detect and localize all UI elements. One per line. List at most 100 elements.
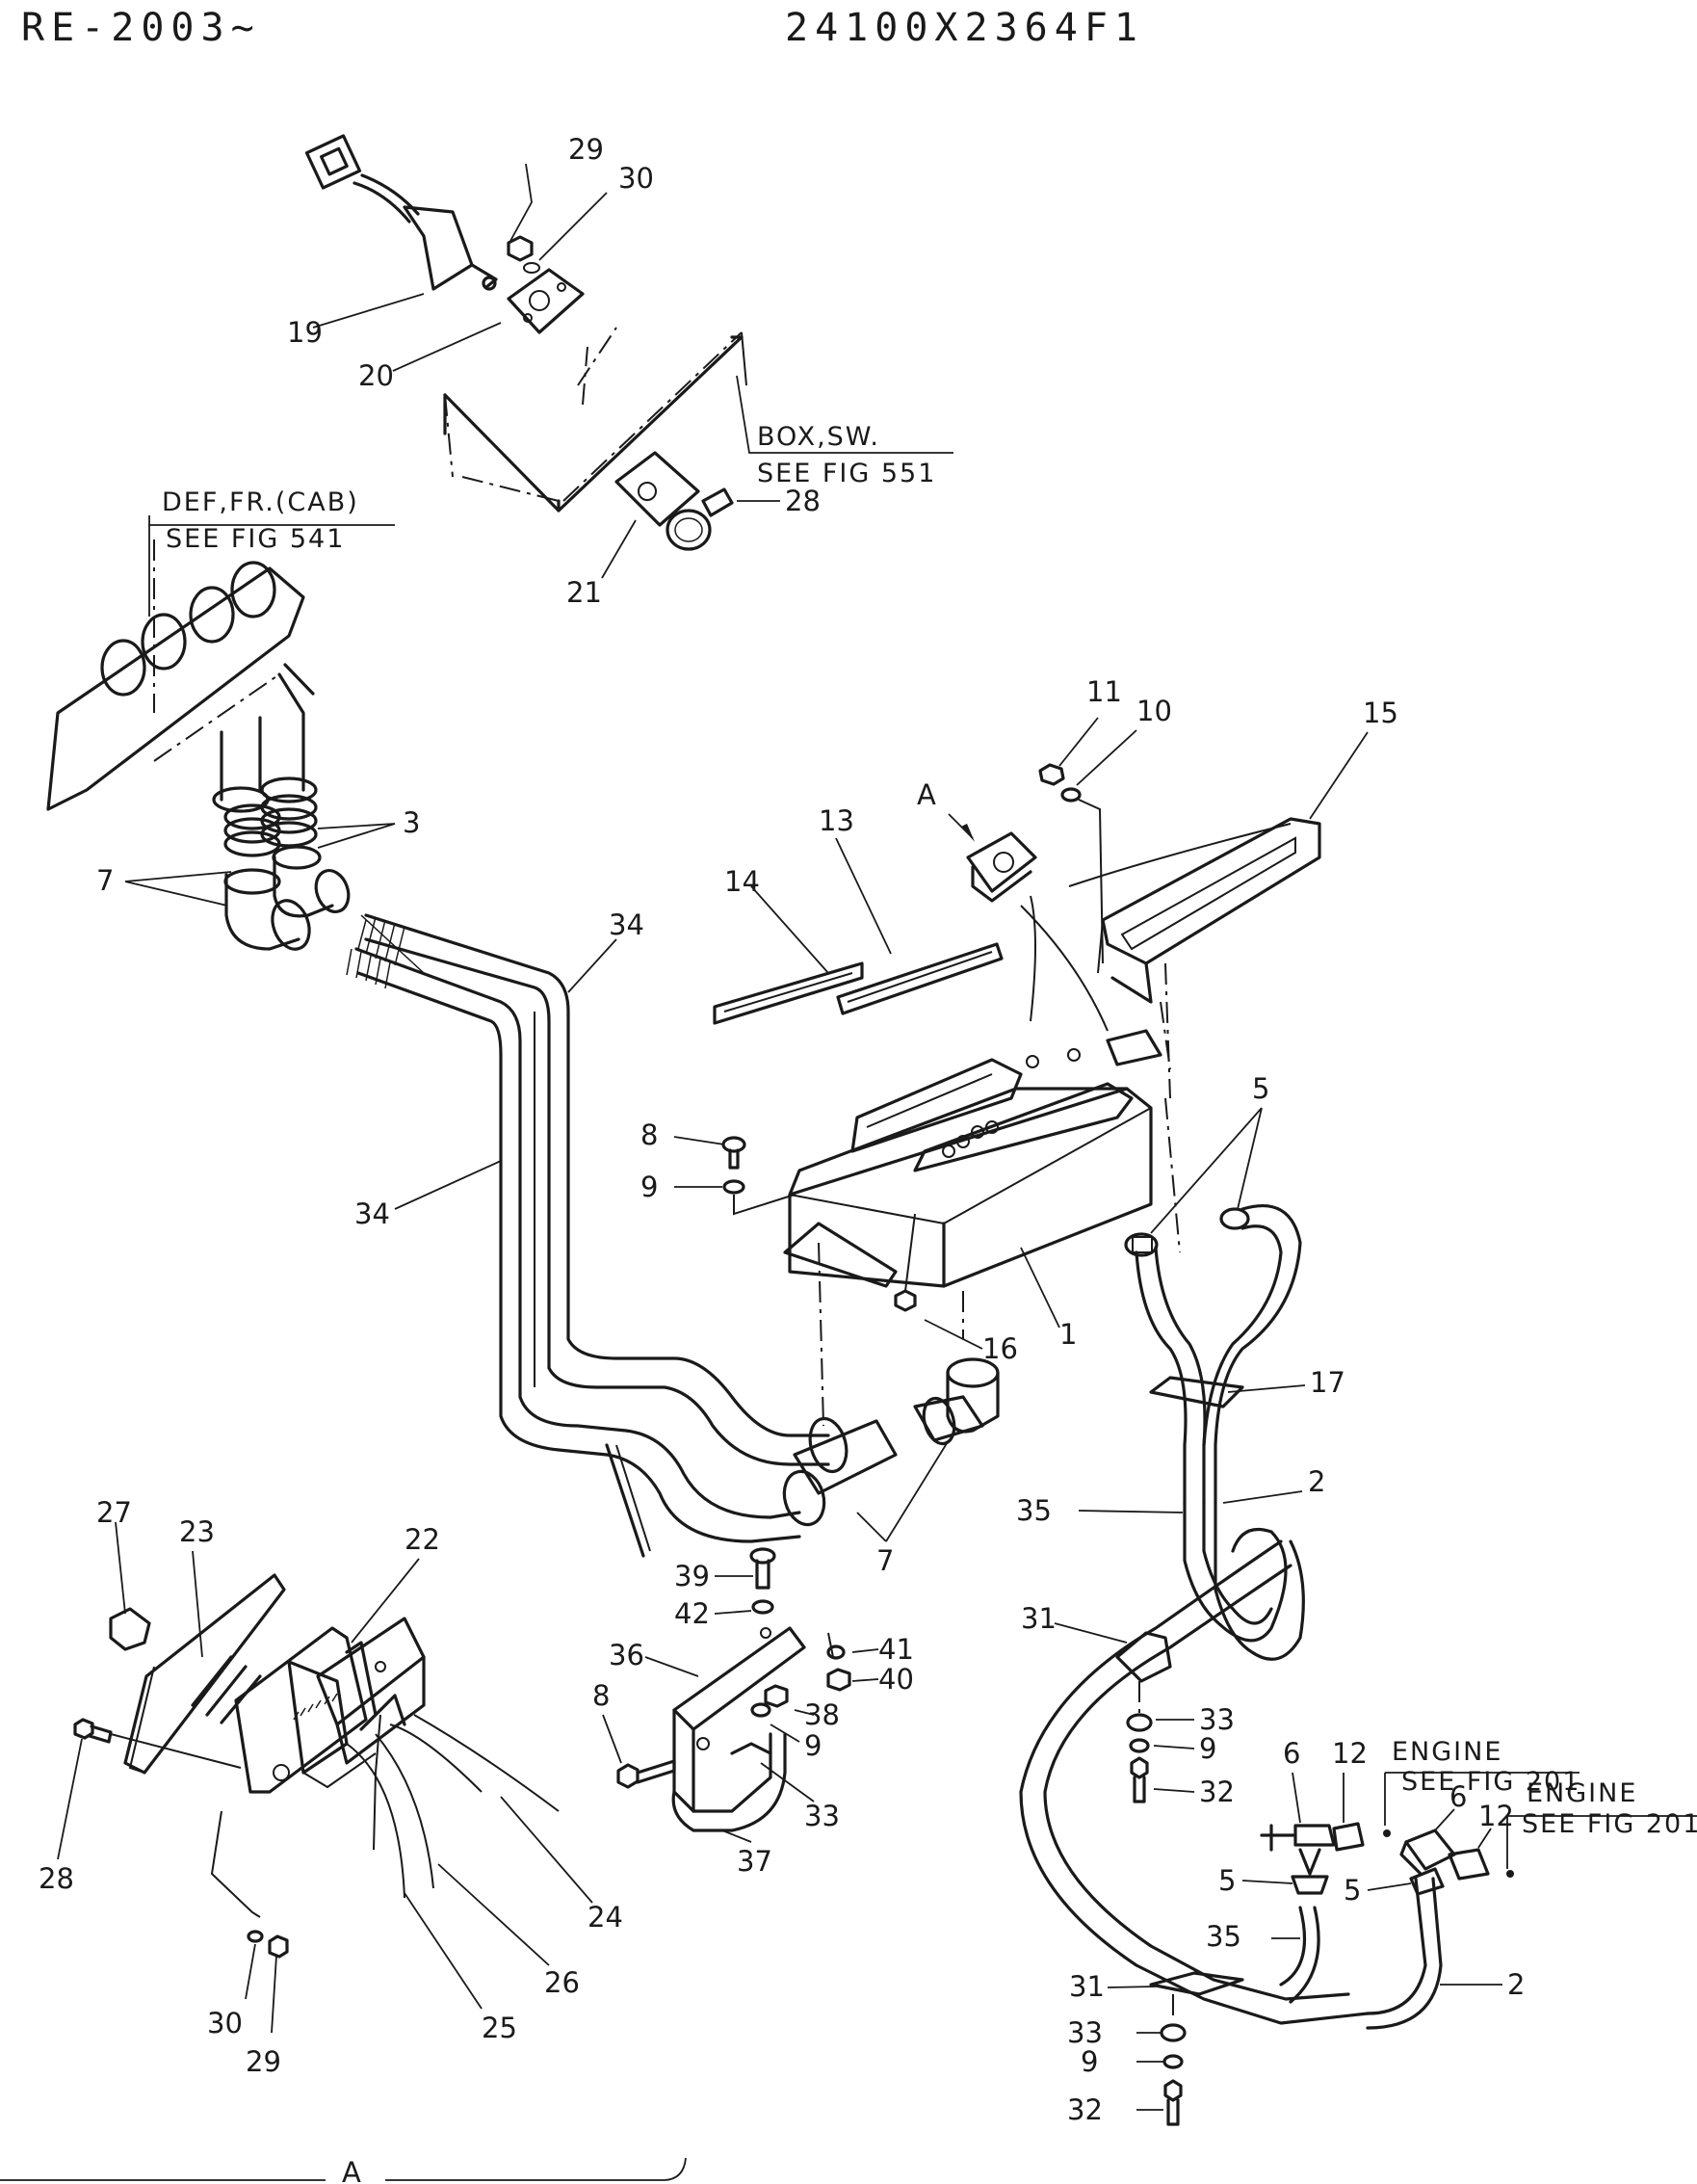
wire-lead-part bbox=[413, 1714, 560, 1812]
hose-clamp-part bbox=[1291, 1875, 1329, 1895]
box-sw-ref-name: BOX,SW. bbox=[757, 422, 880, 452]
callout-6-first: 6 bbox=[1283, 1737, 1300, 1770]
duct-hose-part bbox=[346, 913, 830, 1543]
callout-7-defroster: 7 bbox=[96, 864, 114, 897]
engine-ref-1-see: SEE FIG 201 bbox=[1401, 1767, 1580, 1797]
nut-part bbox=[826, 1668, 851, 1692]
water-valve-part bbox=[1399, 1829, 1456, 1876]
switch-connector-part bbox=[304, 134, 498, 291]
callout-33-lower: 33 bbox=[1067, 2016, 1103, 2049]
water-valve-part bbox=[1260, 1824, 1336, 1876]
screw-part bbox=[1038, 763, 1065, 786]
hose-clamp-part bbox=[1409, 1867, 1445, 1896]
drain-tube-part bbox=[605, 1443, 645, 1558]
wire-lead-part bbox=[375, 1733, 434, 1889]
drawing-code-label: 24100X2364F1 bbox=[785, 6, 1144, 50]
switch-plate-part bbox=[507, 268, 585, 334]
def-fr-ref-name: DEF,FR.(CAB) bbox=[162, 487, 359, 517]
callout-41: 41 bbox=[878, 1633, 914, 1666]
callout-22: 22 bbox=[405, 1523, 440, 1556]
callout-30: 30 bbox=[618, 162, 654, 195]
washer-part bbox=[722, 1179, 745, 1195]
callout-38: 38 bbox=[804, 1698, 840, 1731]
callout-25: 25 bbox=[482, 2012, 517, 2044]
bolt-part bbox=[749, 1547, 776, 1590]
spacer-part bbox=[1126, 1713, 1153, 1732]
bolt-part bbox=[1163, 2079, 1183, 2126]
heater-elbow-part bbox=[782, 1357, 1000, 1527]
callout-32-lower: 32 bbox=[1067, 2093, 1103, 2126]
valve-nipple-part bbox=[1332, 1822, 1391, 1852]
heater-unit bbox=[783, 1029, 1162, 1427]
callout-9-upper: 9 bbox=[1199, 1732, 1216, 1765]
callout-7-heater: 7 bbox=[876, 1544, 894, 1577]
callout-11: 11 bbox=[1086, 675, 1122, 708]
callout-21: 21 bbox=[566, 576, 602, 609]
callout-5-lower-right: 5 bbox=[1344, 1874, 1361, 1907]
hose-holder-bracket bbox=[671, 1626, 834, 1832]
callout-16: 16 bbox=[982, 1332, 1018, 1365]
defroster-unit bbox=[46, 539, 318, 813]
callout-9: 9 bbox=[640, 1171, 658, 1203]
lock-washer-part bbox=[1060, 787, 1082, 803]
callout-42: 42 bbox=[674, 1597, 710, 1630]
spacer-part bbox=[1160, 2023, 1187, 2042]
callout-5-lower-left: 5 bbox=[1218, 1864, 1236, 1897]
engine-ref-2-see: SEE FIG 201 bbox=[1522, 1809, 1697, 1839]
callout-15: 15 bbox=[1363, 697, 1398, 729]
callout-6-second: 6 bbox=[1449, 1780, 1467, 1813]
bolt-part bbox=[721, 1136, 746, 1170]
callout-36: 36 bbox=[609, 1639, 644, 1671]
callout-35-upper: 35 bbox=[1016, 1494, 1052, 1527]
callout-39: 39 bbox=[674, 1560, 710, 1592]
elbow-fitting-part bbox=[223, 845, 351, 951]
filter-panel-part bbox=[713, 961, 864, 1025]
callout-28-panel: 28 bbox=[39, 1862, 74, 1895]
nut-part bbox=[764, 1684, 789, 1708]
callout-2-upper: 2 bbox=[1308, 1465, 1325, 1498]
callout-20: 20 bbox=[358, 359, 394, 392]
callout-23: 23 bbox=[179, 1515, 215, 1548]
callout-31-lower: 31 bbox=[1069, 1970, 1105, 2003]
callout-12-first: 12 bbox=[1332, 1737, 1368, 1770]
lock-washer-part bbox=[826, 1645, 846, 1660]
selector-switch-part bbox=[316, 1617, 426, 1765]
engine-ref-1-name: ENGINE bbox=[1392, 1737, 1502, 1767]
washer-part bbox=[1162, 2054, 1184, 2069]
box-sw-ref-see: SEE FIG 551 bbox=[757, 459, 936, 488]
callout-9-lower: 9 bbox=[1081, 2045, 1098, 2078]
mounting-plate-part bbox=[614, 451, 700, 527]
callout-40: 40 bbox=[878, 1663, 914, 1696]
callout-3: 3 bbox=[403, 806, 420, 839]
control-knob-part bbox=[666, 487, 734, 551]
callout-13: 13 bbox=[819, 804, 854, 837]
view-a-bracket bbox=[0, 2157, 687, 2181]
switch-box-bracket bbox=[443, 327, 747, 513]
callout-33-upper: 33 bbox=[1199, 1703, 1235, 1736]
hose-bracket-part bbox=[1149, 1971, 1244, 1996]
panel-washer-part bbox=[247, 1930, 264, 1943]
view-a-label: A bbox=[342, 2156, 361, 2184]
callout-29-panel: 29 bbox=[246, 2045, 281, 2078]
callout-34-upper: 34 bbox=[609, 908, 644, 941]
panel-nut-part bbox=[268, 1934, 289, 1959]
washer-part bbox=[750, 1702, 771, 1718]
cover-plate-part bbox=[123, 1573, 286, 1775]
callout-29: 29 bbox=[568, 133, 604, 166]
callout-32-upper: 32 bbox=[1199, 1776, 1235, 1808]
panel-screw-part bbox=[73, 1718, 113, 1744]
callout-24: 24 bbox=[587, 1901, 623, 1934]
bolt-part bbox=[1130, 1756, 1149, 1803]
washer-part bbox=[751, 1599, 774, 1615]
bolt-part bbox=[616, 1759, 676, 1789]
washer-part bbox=[1129, 1738, 1150, 1753]
wire-lead-part bbox=[346, 1743, 405, 1899]
engine-ref-2-name: ENGINE bbox=[1527, 1778, 1637, 1808]
knob-cap-part bbox=[109, 1607, 151, 1651]
callout-33-bracket: 33 bbox=[804, 1800, 840, 1832]
callout-9-bracket: 9 bbox=[804, 1729, 822, 1762]
callout-5-heater: 5 bbox=[1252, 1072, 1269, 1105]
callout-a: A bbox=[917, 778, 936, 811]
def-fr-ref-see: SEE FIG 541 bbox=[166, 524, 345, 554]
mounting-bracket-part bbox=[1068, 817, 1321, 1099]
